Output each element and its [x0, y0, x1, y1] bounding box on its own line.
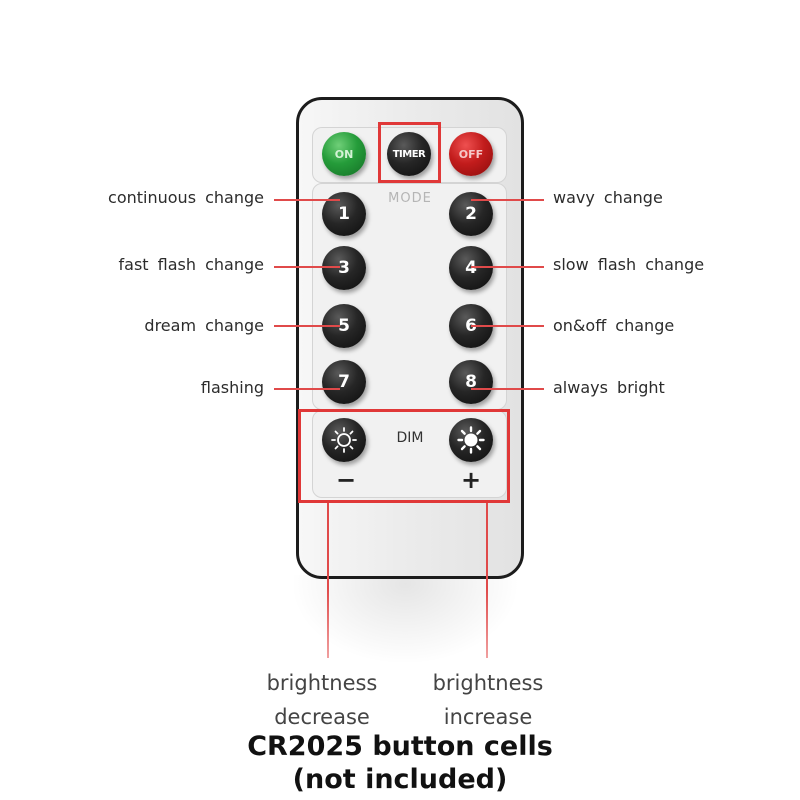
decrease-pointer-line: [327, 503, 329, 658]
mode-label: MODE: [388, 191, 432, 206]
label-continuous-change: continuous change: [108, 188, 264, 207]
mode-button-3[interactable]: 3: [322, 246, 366, 290]
callout-line-7: [274, 388, 340, 390]
increase-pointer-line: [486, 503, 488, 658]
on-button[interactable]: ON: [322, 132, 366, 176]
label-wavy-change: wavy change: [553, 188, 663, 207]
sun-bright-icon: [457, 426, 485, 454]
dim-highlight: [298, 409, 510, 503]
label-fast-flash-change: fast flash change: [118, 255, 264, 274]
timer-highlight: [378, 122, 441, 183]
brightness-increase-label: brightness increase: [418, 666, 558, 734]
sun-dim-icon: [331, 427, 357, 453]
callout-line-2: [471, 199, 544, 201]
brightness-increase-line-2: increase: [443, 705, 533, 729]
battery-note: CR2025 button cells (not included): [0, 730, 800, 796]
callout-line-1: [274, 199, 340, 201]
timer-button[interactable]: TIMER: [387, 132, 431, 176]
minus-sign: −: [336, 466, 357, 494]
label-flashing: flashing: [200, 378, 264, 397]
battery-note-line-1: CR2025 button cells: [247, 731, 553, 762]
label-on-off-change: on&off change: [553, 316, 675, 335]
callout-line-6: [471, 325, 544, 327]
mode-button-8[interactable]: 8: [449, 360, 493, 404]
brightness-decrease-line-2: decrease: [274, 705, 370, 729]
dim-label: DIM: [396, 430, 424, 446]
brightness-increase-line-1: brightness: [432, 671, 544, 695]
callout-line-5: [274, 325, 340, 327]
dim-decrease-button[interactable]: [322, 418, 366, 462]
callout-line-3: [274, 266, 340, 268]
mode-button-4[interactable]: 4: [449, 246, 493, 290]
brightness-decrease-line-1: brightness: [266, 671, 378, 695]
dim-increase-button[interactable]: [449, 418, 493, 462]
brightness-decrease-label: brightness decrease: [252, 666, 392, 734]
mode-button-7[interactable]: 7: [322, 360, 366, 404]
label-always-bright: always bright: [553, 378, 665, 397]
label-dream-change: dream change: [144, 316, 264, 335]
callout-line-4: [471, 266, 544, 268]
callout-line-8: [471, 388, 544, 390]
battery-note-line-2: (not included): [292, 764, 508, 795]
plus-sign: +: [461, 466, 482, 494]
off-button[interactable]: OFF: [449, 132, 493, 176]
label-slow-flash-change: slow flash change: [553, 255, 705, 274]
